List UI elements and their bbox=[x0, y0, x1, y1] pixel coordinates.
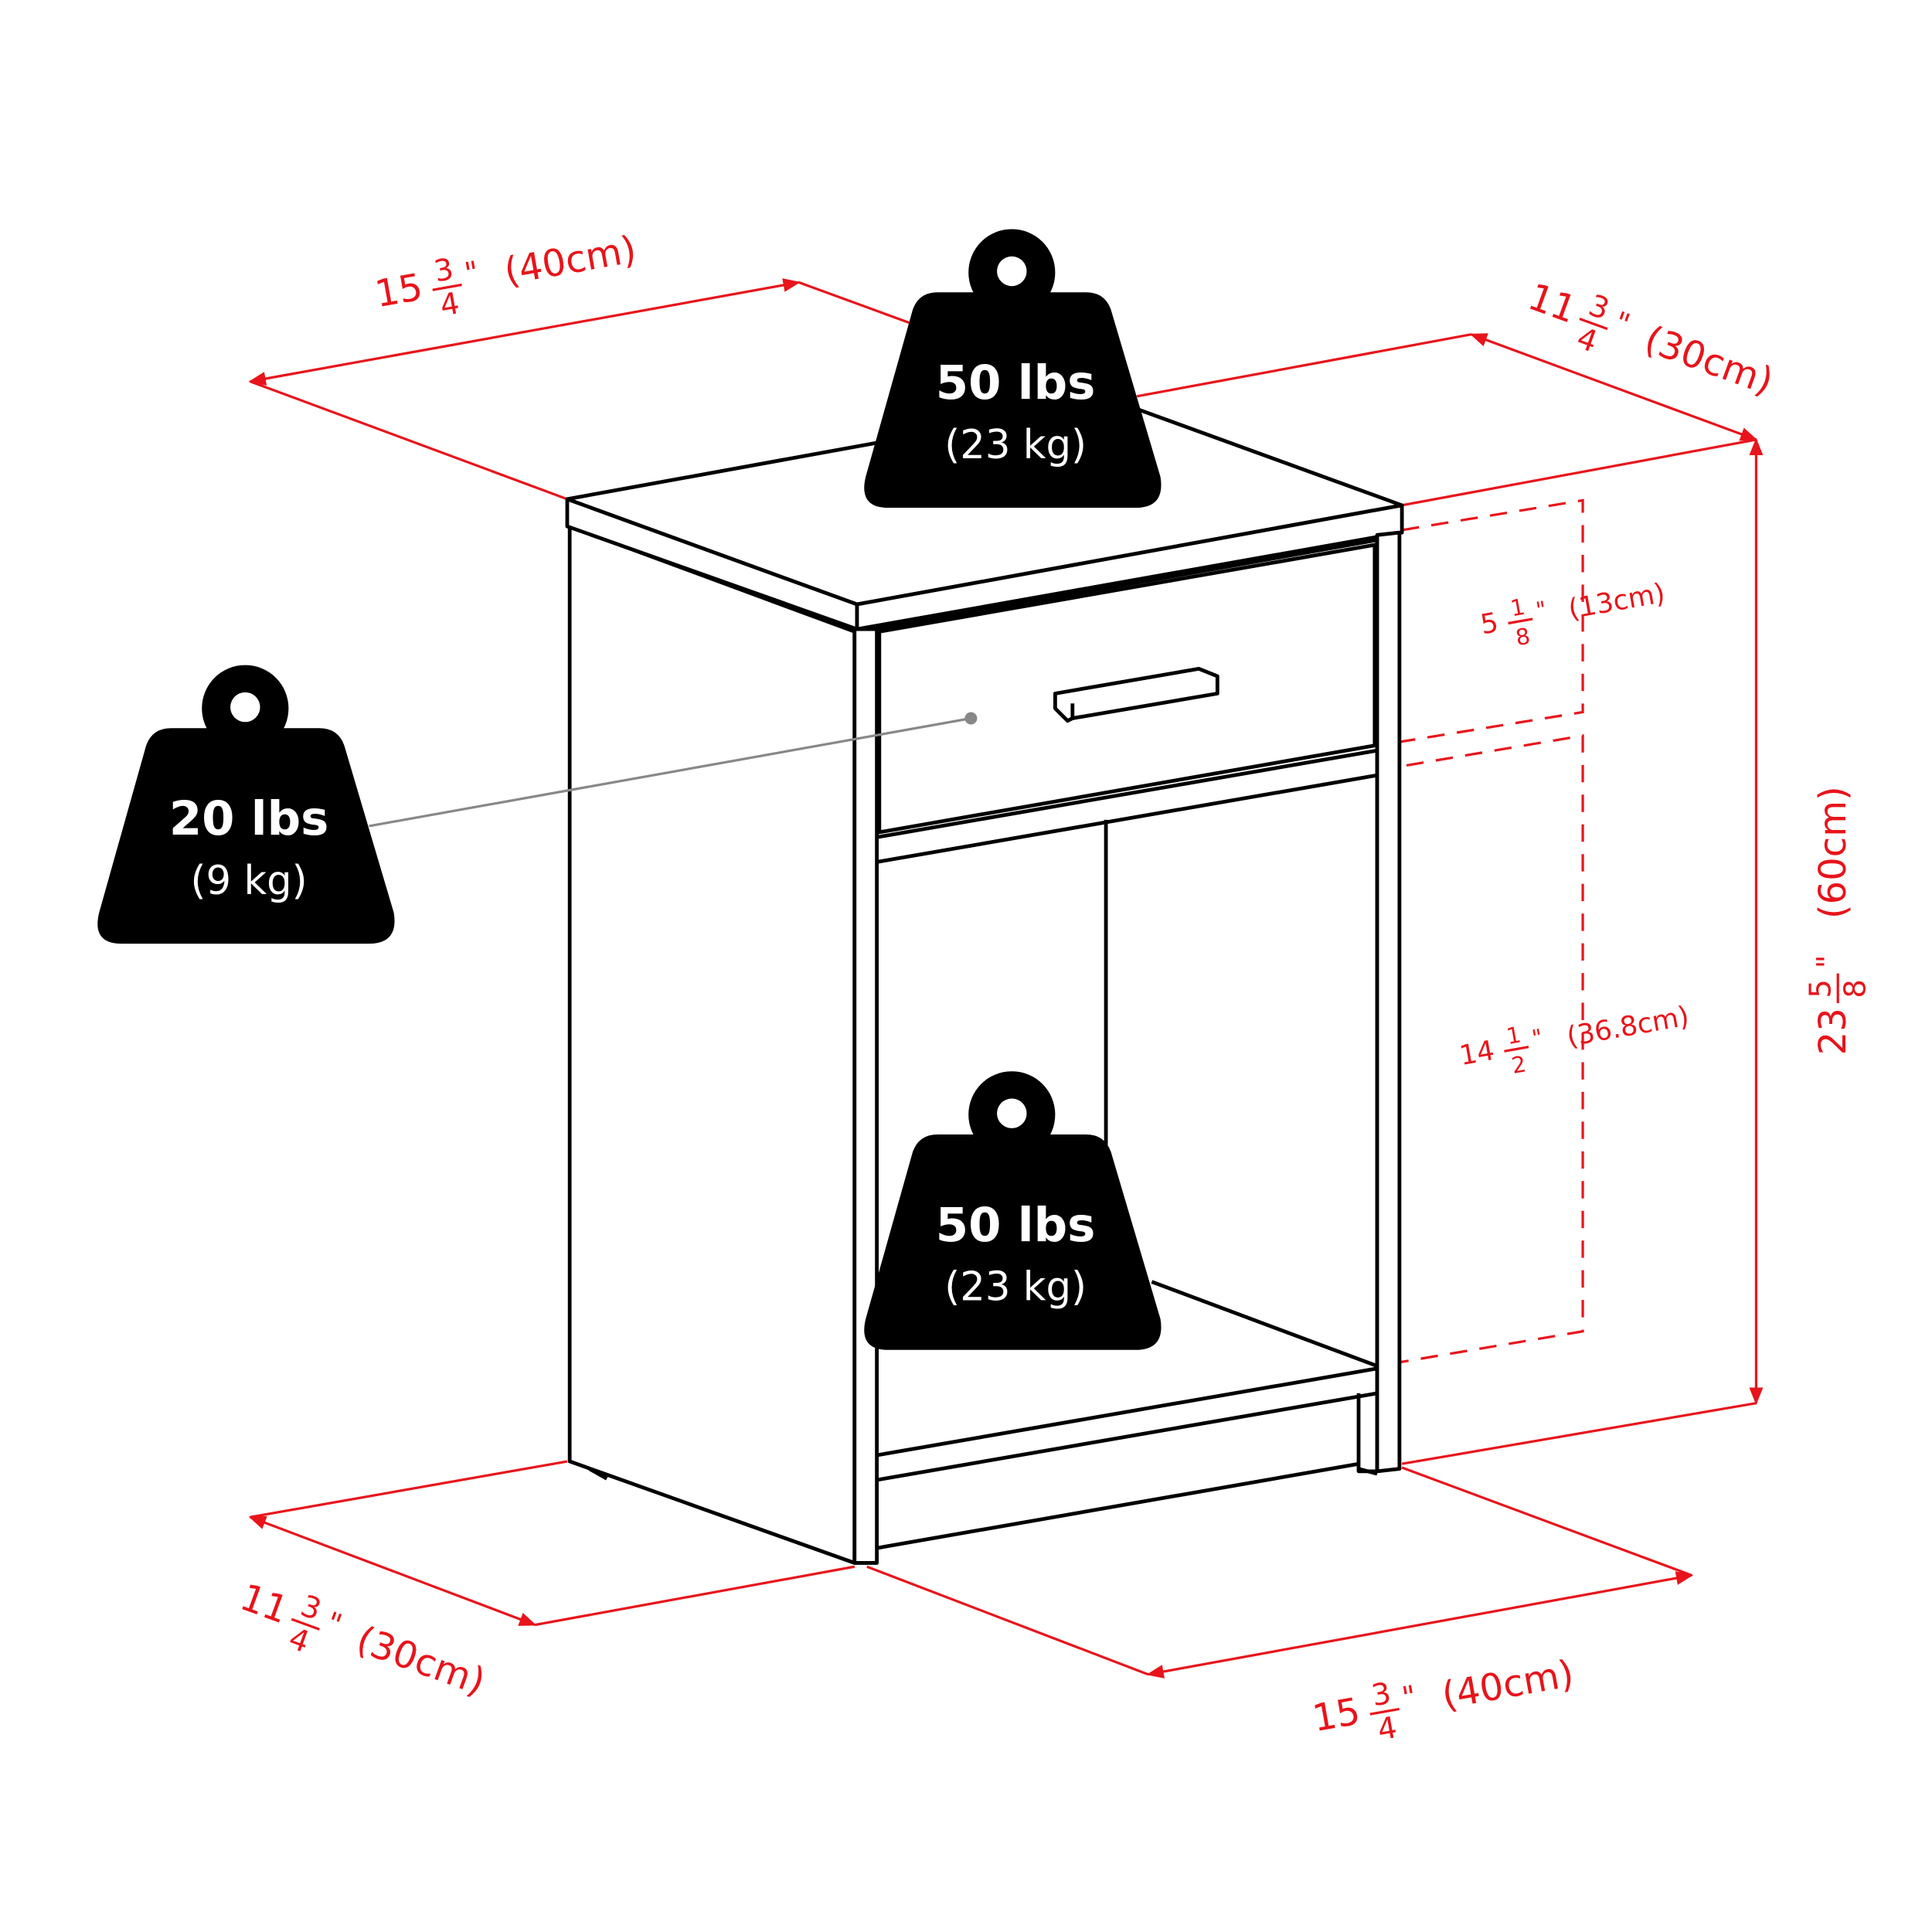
svg-text:8: 8 bbox=[1838, 979, 1872, 998]
svg-text:11: 11 bbox=[235, 1576, 294, 1633]
top-load-kg: (23 kg) bbox=[944, 422, 1087, 468]
weight-icon-shelf: 50 lbs (23 kg) bbox=[864, 1071, 1162, 1350]
top-load-lbs: 50 lbs bbox=[936, 355, 1096, 410]
drawer-handle bbox=[1053, 666, 1219, 723]
svg-text:1: 1 bbox=[1509, 594, 1527, 622]
svg-text:4: 4 bbox=[284, 1621, 314, 1661]
drawer-load-kg: (9 kg) bbox=[191, 858, 308, 904]
svg-text:": " bbox=[321, 1606, 346, 1643]
svg-text:": " bbox=[1400, 1679, 1419, 1716]
svg-text:(13cm): (13cm) bbox=[1566, 577, 1667, 625]
weight-icon-top: 50 lbs (23 kg) bbox=[864, 229, 1162, 509]
svg-text:5: 5 bbox=[1478, 607, 1501, 641]
svg-text:(60cm): (60cm) bbox=[1811, 786, 1855, 919]
dimension-label-height: 23 5 8 " (60cm) bbox=[1804, 786, 1873, 1055]
svg-text:4: 4 bbox=[1375, 1710, 1400, 1748]
svg-text:4: 4 bbox=[1572, 321, 1601, 360]
dimension-label-bottom-depth: 11 3 4 " (30cm) bbox=[235, 1576, 491, 1704]
svg-text:(40cm): (40cm) bbox=[501, 228, 639, 294]
shelf-load-lbs: 50 lbs bbox=[936, 1198, 1096, 1253]
svg-text:11: 11 bbox=[1522, 275, 1582, 332]
shelf-load-kg: (23 kg) bbox=[944, 1264, 1087, 1311]
svg-text:3: 3 bbox=[1369, 1676, 1393, 1714]
svg-text:2: 2 bbox=[1509, 1050, 1528, 1079]
dimension-label-top-width: 15 3 4 " (40cm) bbox=[372, 228, 639, 324]
svg-text:(30cm): (30cm) bbox=[1639, 318, 1779, 403]
svg-text:23: 23 bbox=[1811, 1008, 1855, 1055]
svg-text:5: 5 bbox=[1804, 979, 1838, 998]
dimension-label-top-depth: 11 3 4 " (30cm) bbox=[1522, 275, 1779, 403]
svg-text:15: 15 bbox=[372, 265, 426, 316]
svg-text:": " bbox=[1811, 955, 1845, 969]
svg-text:1: 1 bbox=[1505, 1022, 1523, 1050]
svg-text:(30cm): (30cm) bbox=[351, 1618, 491, 1704]
svg-text:4: 4 bbox=[437, 286, 462, 324]
weight-icon-drawer: 20 lbs (9 kg) bbox=[97, 665, 395, 944]
svg-text:": " bbox=[1534, 596, 1549, 624]
dimension-label-drawer-height: 5 1 8 " (13cm) bbox=[1478, 577, 1668, 651]
svg-text:(40cm): (40cm) bbox=[1439, 1652, 1577, 1718]
svg-text:": " bbox=[1530, 1024, 1545, 1052]
svg-text:15: 15 bbox=[1309, 1689, 1363, 1740]
svg-text:": " bbox=[1610, 305, 1634, 342]
dimension-label-opening-height: 14 1 2 " (36.8cm) bbox=[1457, 1000, 1691, 1079]
svg-text:14: 14 bbox=[1457, 1035, 1496, 1072]
dimension-label-bottom-width: 15 3 4 " (40cm) bbox=[1309, 1652, 1577, 1748]
drawer-load-leader bbox=[369, 712, 978, 828]
dimension-lines bbox=[248, 278, 1764, 1679]
svg-text:": " bbox=[462, 255, 481, 291]
nightstand-drawing bbox=[565, 398, 1404, 1565]
drawer-load-lbs: 20 lbs bbox=[169, 791, 329, 846]
svg-text:3: 3 bbox=[431, 252, 456, 290]
svg-text:8: 8 bbox=[1514, 623, 1532, 651]
